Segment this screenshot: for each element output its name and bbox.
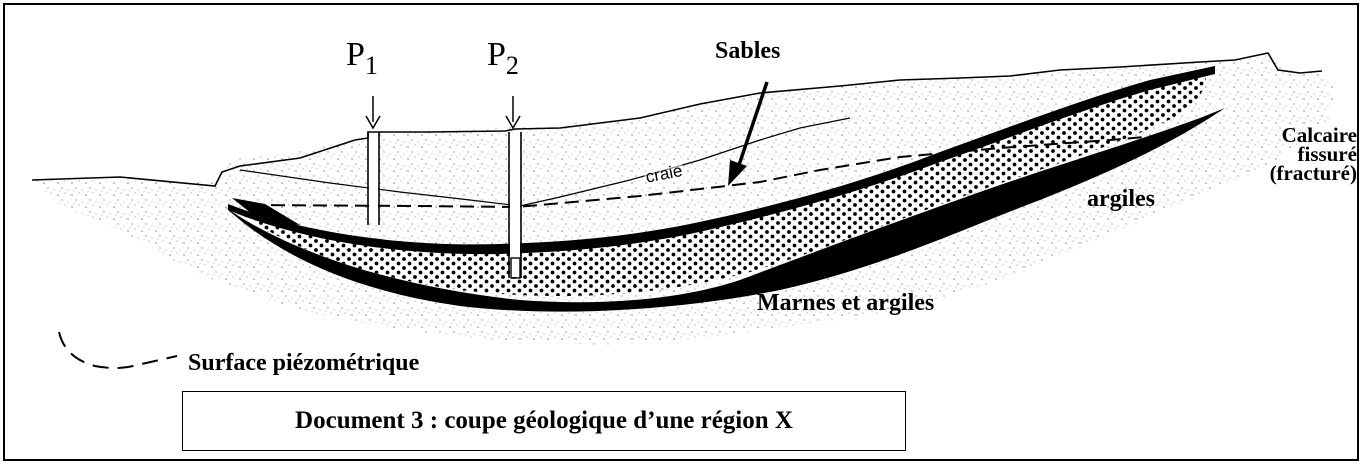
- well-p2: [506, 96, 521, 278]
- well-p2-letter: P: [487, 36, 506, 73]
- well-p1-label: P1: [346, 36, 378, 74]
- well-p2-label: P2: [487, 36, 519, 74]
- well-p1-subscript: 1: [365, 51, 378, 80]
- legend-surface-piezometrique: Surface piézométrique: [188, 350, 419, 377]
- caption-text: Document 3 : coupe géologique d’une régi…: [295, 407, 793, 435]
- marnes-argiles-label: Marnes et argiles: [757, 290, 934, 317]
- legend-dashed-line-symbol: [55, 328, 185, 378]
- well-p1: [366, 96, 380, 225]
- well-p2-subscript: 2: [506, 51, 519, 80]
- caption-box: Document 3 : coupe géologique d’une régi…: [182, 391, 906, 451]
- calcaire-fissure-label: Calcaire fissuré (fracturé): [1197, 126, 1357, 183]
- sables-label: Sables: [715, 38, 780, 65]
- well-p1-letter: P: [346, 36, 365, 73]
- calcaire-line-3: (fracturé): [1197, 164, 1357, 183]
- argiles-label: argiles: [1087, 186, 1155, 213]
